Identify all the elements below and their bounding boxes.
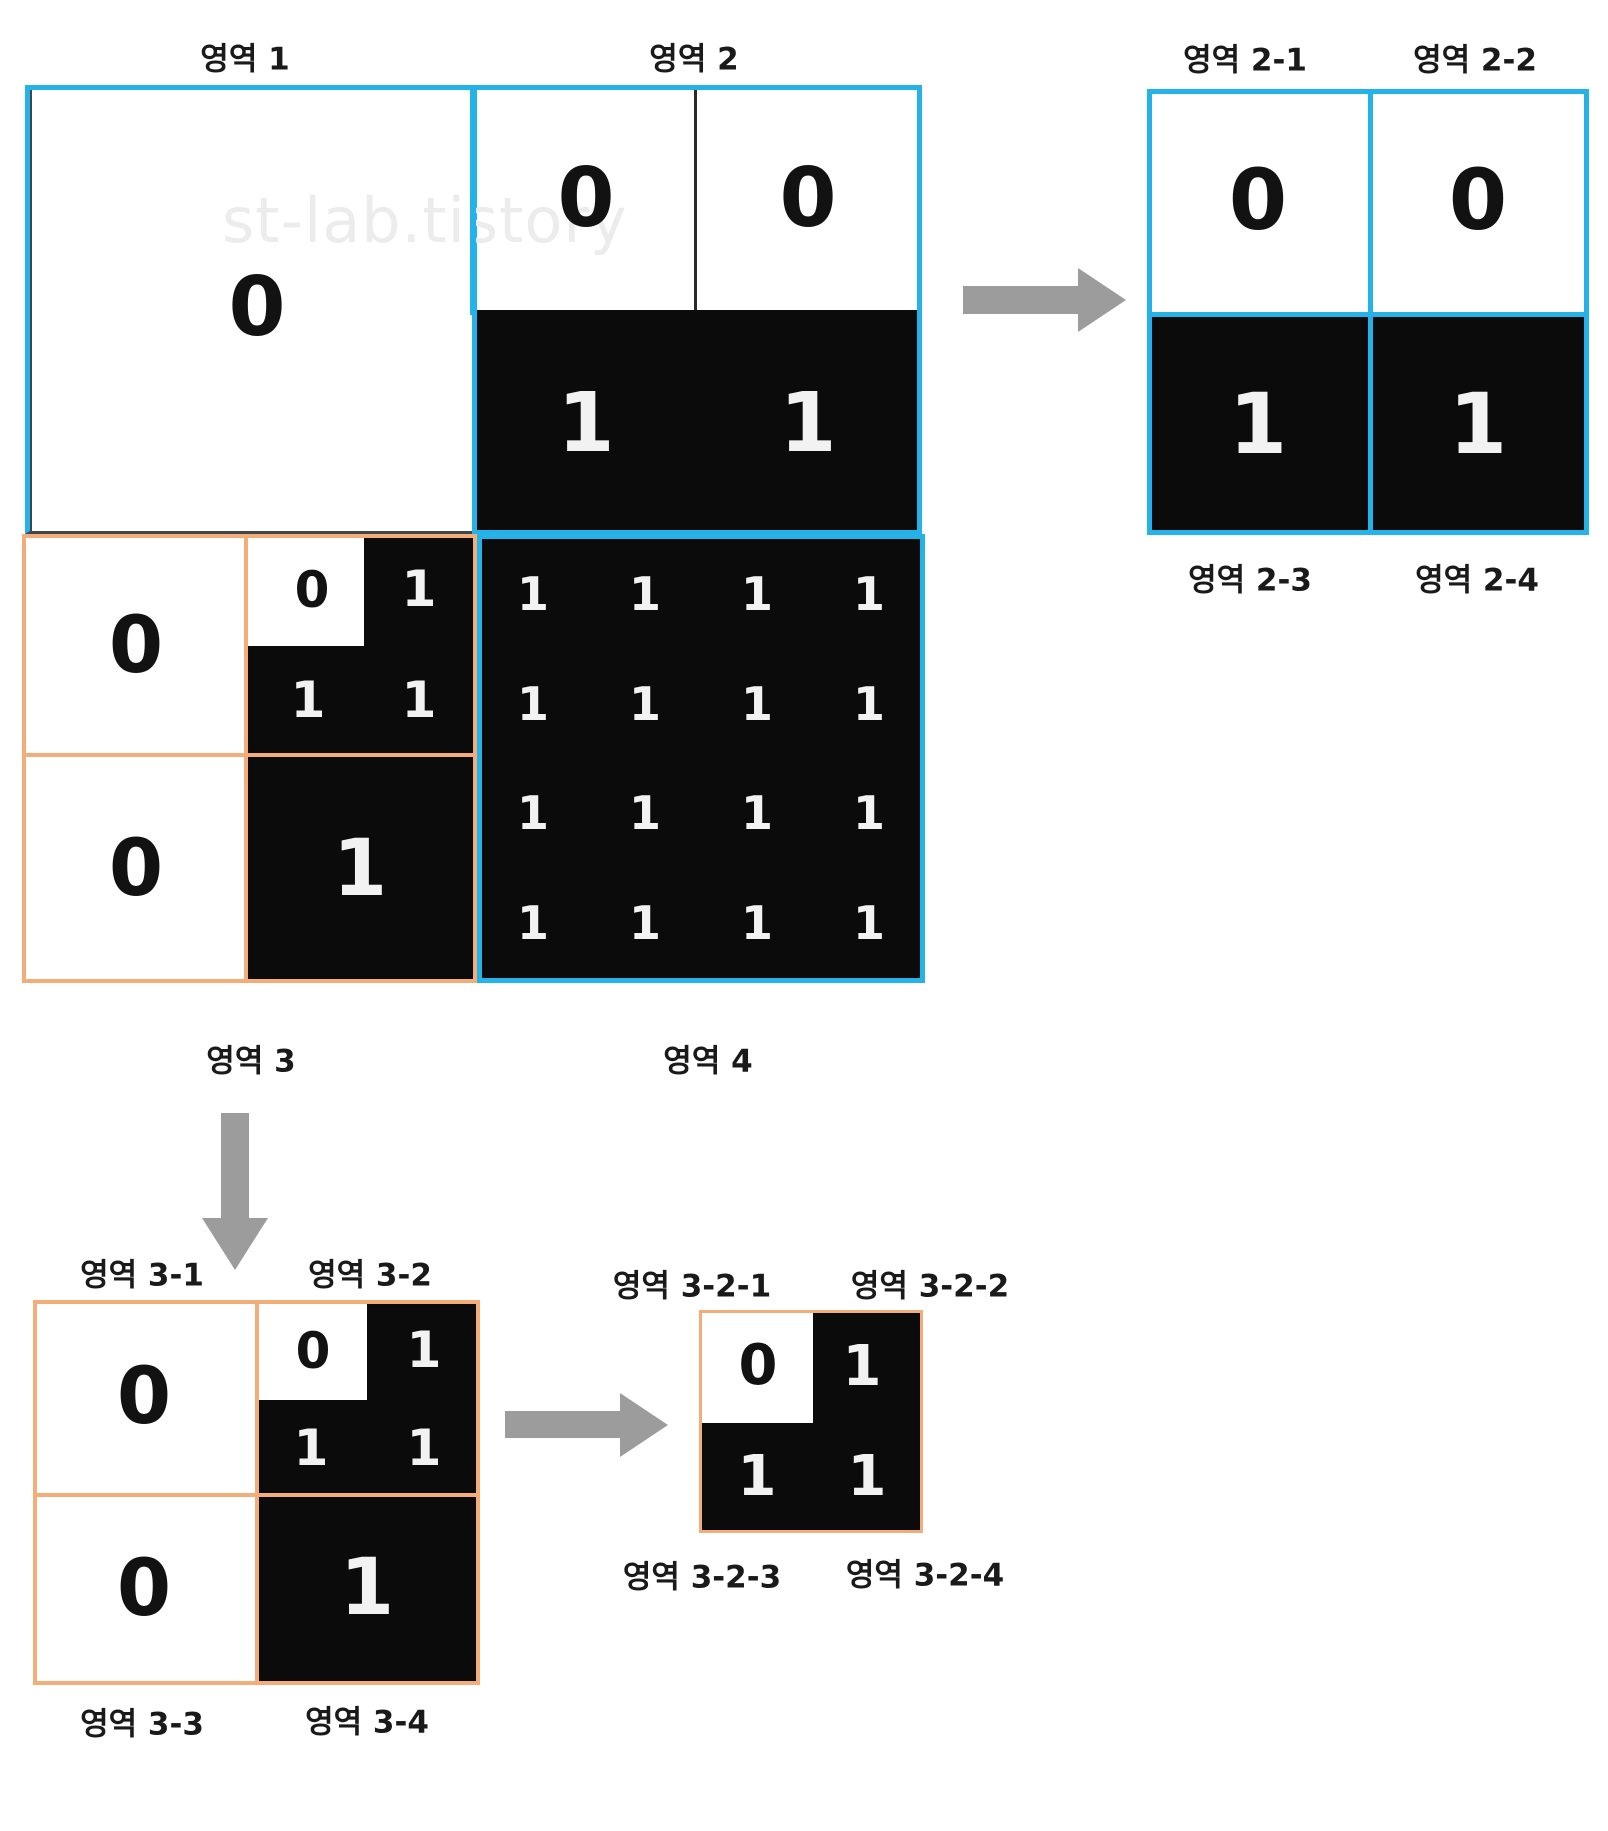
region2-3-value: 1 xyxy=(1228,375,1288,473)
region4-one: 1 xyxy=(516,566,549,621)
region4-one: 1 xyxy=(516,786,549,841)
region4-ones-grid: 1 1 1 1 1 1 1 1 1 1 1 1 1 1 1 1 xyxy=(477,539,925,978)
label-region-2-4: 영역 2-4 xyxy=(1415,562,1539,599)
region2-expanded-grid xyxy=(1147,89,1589,535)
arrow-right-region32-head-icon xyxy=(620,1393,668,1457)
label-region-3-2-2: 영역 3-2-2 xyxy=(850,1268,1010,1305)
region3-2-white-subcell xyxy=(259,1304,367,1400)
region1-value: 0 xyxy=(228,260,286,355)
region4-cell xyxy=(477,534,925,983)
region3-sub2-zero: 0 xyxy=(294,561,330,619)
region1-cell xyxy=(25,85,472,534)
region3-vertical-divider xyxy=(244,538,248,979)
arrow-right-region2-head-icon xyxy=(1078,268,1126,332)
region3-sub4-cell xyxy=(248,757,473,979)
region4-one: 1 xyxy=(852,896,885,951)
region3-2-one-bl: 1 xyxy=(293,1419,329,1477)
region2-inner-divider xyxy=(694,90,697,310)
region3-sub2-one-br: 1 xyxy=(401,671,437,729)
region2-1-value: 0 xyxy=(1228,151,1288,249)
region4-one: 1 xyxy=(852,566,885,621)
region4-one: 1 xyxy=(516,676,549,731)
region3-2-cell xyxy=(259,1304,476,1493)
region32-white-subcell xyxy=(702,1313,813,1423)
region2-2-cell xyxy=(1373,94,1584,312)
region3-4-cell xyxy=(259,1497,476,1681)
region3-2-3-value: 1 xyxy=(737,1444,777,1509)
region4-one: 1 xyxy=(516,896,549,951)
label-region-2-2: 영역 2-2 xyxy=(1413,42,1537,79)
region2-top-value-2: 0 xyxy=(779,151,837,246)
region3-2-zero: 0 xyxy=(295,1322,331,1380)
region2-bottom-value-2: 1 xyxy=(779,376,837,471)
region3-expanded-horizontal-divider xyxy=(37,1493,476,1497)
region3-3-value: 0 xyxy=(116,1544,172,1634)
label-region-3-3: 영역 3-3 xyxy=(80,1706,204,1743)
region3-sub3-value: 0 xyxy=(108,824,164,914)
region3-2-one-br: 1 xyxy=(406,1419,442,1477)
region3-sub2-one-tr: 1 xyxy=(401,560,437,618)
region4-one: 1 xyxy=(740,676,773,731)
region2-bottom-value-1: 1 xyxy=(557,376,615,471)
region4-one: 1 xyxy=(740,896,773,951)
label-region-3-2-1: 영역 3-2-1 xyxy=(612,1268,772,1305)
region4-one: 1 xyxy=(740,566,773,621)
region2-4-value: 1 xyxy=(1448,375,1508,473)
label-region-2-3: 영역 2-3 xyxy=(1188,562,1312,599)
region2-expanded-horizontal-divider xyxy=(1152,312,1584,317)
region3-2-2-value: 1 xyxy=(842,1334,882,1399)
watermark-text: st-lab.tistory xyxy=(222,184,628,257)
label-region-3-2: 영역 3-2 xyxy=(308,1257,432,1294)
region2-cell xyxy=(472,85,922,535)
label-region-2: 영역 2 xyxy=(649,41,739,78)
arrow-down-region3-head-icon xyxy=(202,1218,268,1270)
region2-2-value: 0 xyxy=(1448,151,1508,249)
region4-one: 1 xyxy=(628,566,661,621)
region3-horizontal-divider xyxy=(26,753,473,757)
label-region-3: 영역 3 xyxy=(206,1043,296,1080)
region3-4-value: 1 xyxy=(339,1543,395,1633)
label-region-4: 영역 4 xyxy=(663,1043,753,1080)
label-region-3-2-4: 영역 3-2-4 xyxy=(845,1557,1005,1594)
arrow-right-region2-shaft xyxy=(963,286,1081,314)
label-region-3-2-3: 영역 3-2-3 xyxy=(622,1559,782,1596)
region3-2-one-tr: 1 xyxy=(406,1321,442,1379)
label-region-2-1: 영역 2-1 xyxy=(1183,42,1307,79)
region3-1-value: 0 xyxy=(116,1352,172,1442)
region3-2-1-value: 0 xyxy=(738,1333,778,1398)
arrow-right-region32-shaft xyxy=(505,1411,623,1438)
label-region-3-1: 영역 3-1 xyxy=(80,1257,204,1294)
region1-region2-divider xyxy=(470,85,476,315)
region4-one: 1 xyxy=(852,676,885,731)
label-region-3-4: 영역 3-4 xyxy=(305,1704,429,1741)
region3-sub4-value: 1 xyxy=(332,824,388,914)
region3-sub2-one-bl: 1 xyxy=(290,671,326,729)
region2-1-cell xyxy=(1152,94,1368,312)
region3-sub2-cell xyxy=(248,538,473,753)
region3-sub1-value: 0 xyxy=(108,601,164,691)
region4-one: 1 xyxy=(628,786,661,841)
region4-one: 1 xyxy=(740,786,773,841)
region3-2-4-value: 1 xyxy=(847,1444,887,1509)
region3-cell xyxy=(22,534,477,983)
region3-expanded-vertical-divider xyxy=(255,1304,259,1681)
arrow-down-region3-shaft xyxy=(221,1113,249,1220)
region4-one: 1 xyxy=(628,896,661,951)
region4-one: 1 xyxy=(852,786,885,841)
label-region-1: 영역 1 xyxy=(200,41,290,78)
region2-top-value-1: 0 xyxy=(557,151,615,246)
region2-top-white-half xyxy=(477,90,917,310)
region3-sub2-white-subcell xyxy=(248,538,364,646)
region3-expanded-grid xyxy=(33,1300,480,1685)
region4-one: 1 xyxy=(628,676,661,731)
region32-expanded-grid xyxy=(699,1310,923,1533)
